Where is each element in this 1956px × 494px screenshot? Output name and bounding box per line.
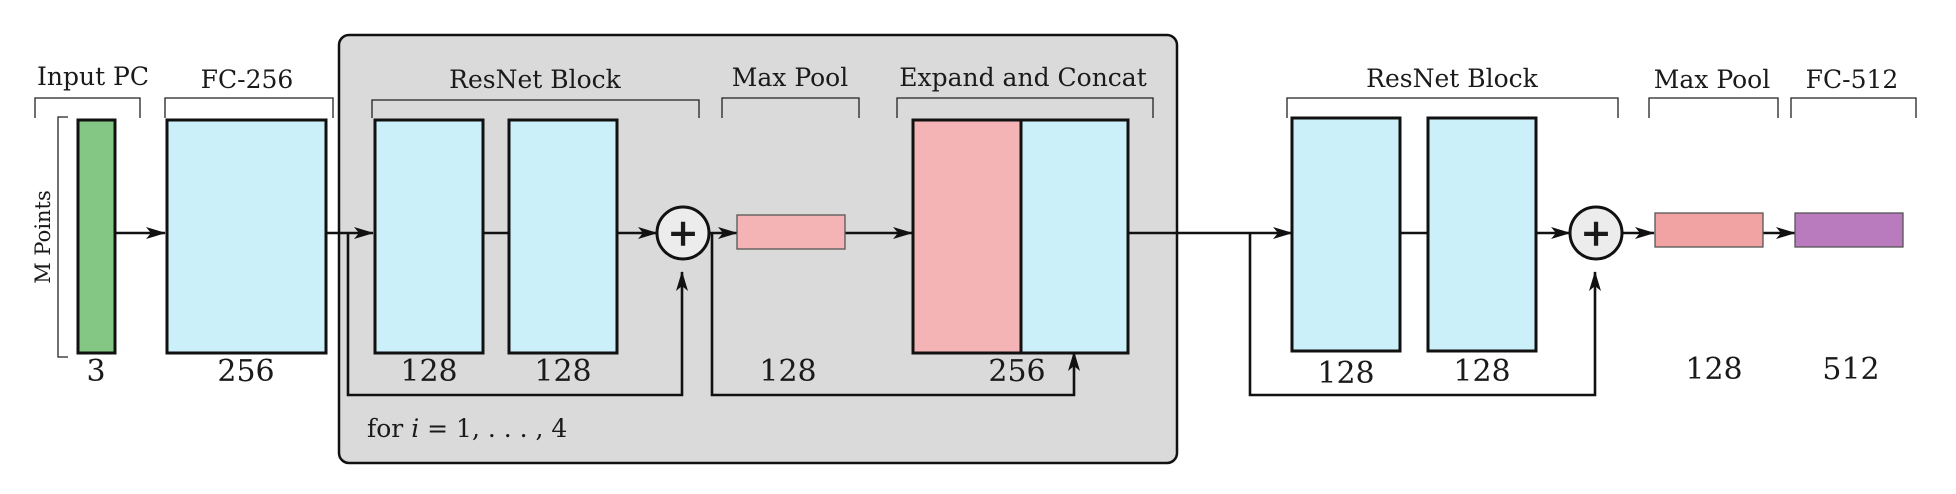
- plus-icon: +: [1580, 210, 1612, 255]
- maxpool1-size: 128: [759, 354, 816, 389]
- concat-block-right: [1019, 118, 1130, 355]
- maxpool-2-bracket: [1648, 97, 1779, 118]
- fc256-bracket: [164, 97, 334, 118]
- maxpool-1-label: Max Pool: [732, 63, 848, 92]
- maxpool1-block: [736, 214, 846, 250]
- plus-icon: +: [667, 210, 699, 255]
- maxpool-1-bracket: [721, 97, 860, 118]
- loop-caption-range: = 1, . . . , 4: [419, 414, 567, 443]
- maxpool-2-label: Max Pool: [1654, 65, 1770, 94]
- maxpool2-block: [1654, 212, 1764, 248]
- resnet-block-2-bracket: [1286, 97, 1619, 118]
- input-pc-block: [76, 118, 117, 355]
- fc256-block: [165, 118, 328, 355]
- skip-1: [346, 233, 688, 397]
- concat-block-left: [911, 118, 1023, 355]
- resnet2-size-a: 128: [1317, 356, 1374, 391]
- resnet2-block-a: [1290, 116, 1402, 353]
- loop-caption-var: i: [411, 414, 419, 443]
- fc512-bracket: [1790, 97, 1917, 118]
- expand-concat-label: Expand and Concat: [899, 63, 1147, 92]
- skip-3: [1248, 233, 1601, 397]
- m-points-bracket: [57, 116, 68, 358]
- resnet2-block-b: [1426, 116, 1538, 353]
- sum-node-2: +: [1568, 205, 1624, 261]
- resnet1-block-b: [507, 118, 619, 355]
- fc512-size: 512: [1822, 352, 1879, 387]
- expand-concat-bracket: [896, 97, 1154, 118]
- loop-caption-prefix: for: [367, 414, 411, 443]
- resnet-block-1-bracket: [371, 99, 700, 118]
- input-size: 3: [86, 354, 105, 389]
- input-pc-label: Input PC: [37, 62, 149, 91]
- resnet1-size-a: 128: [400, 354, 457, 389]
- fc512-label: FC-512: [1806, 65, 1899, 94]
- resnet1-size-b: 128: [534, 354, 591, 389]
- fc256-size: 256: [217, 354, 274, 389]
- resnet-block-1-label: ResNet Block: [449, 65, 622, 94]
- fc256-label: FC-256: [201, 65, 294, 94]
- resnet1-block-a: [373, 118, 485, 355]
- skip-2: [710, 233, 1080, 397]
- loop-caption: for i = 1, . . . , 4: [367, 414, 567, 443]
- sum-node-1: +: [655, 205, 711, 261]
- fc512-block: [1794, 212, 1904, 248]
- concat-size: 256: [988, 354, 1045, 389]
- maxpool2-size: 128: [1685, 352, 1742, 387]
- input-pc-bracket: [34, 97, 141, 118]
- resnet-block-2-label: ResNet Block: [1366, 64, 1539, 93]
- resnet2-size-b: 128: [1453, 354, 1510, 389]
- m-points-label: M Points: [31, 190, 55, 284]
